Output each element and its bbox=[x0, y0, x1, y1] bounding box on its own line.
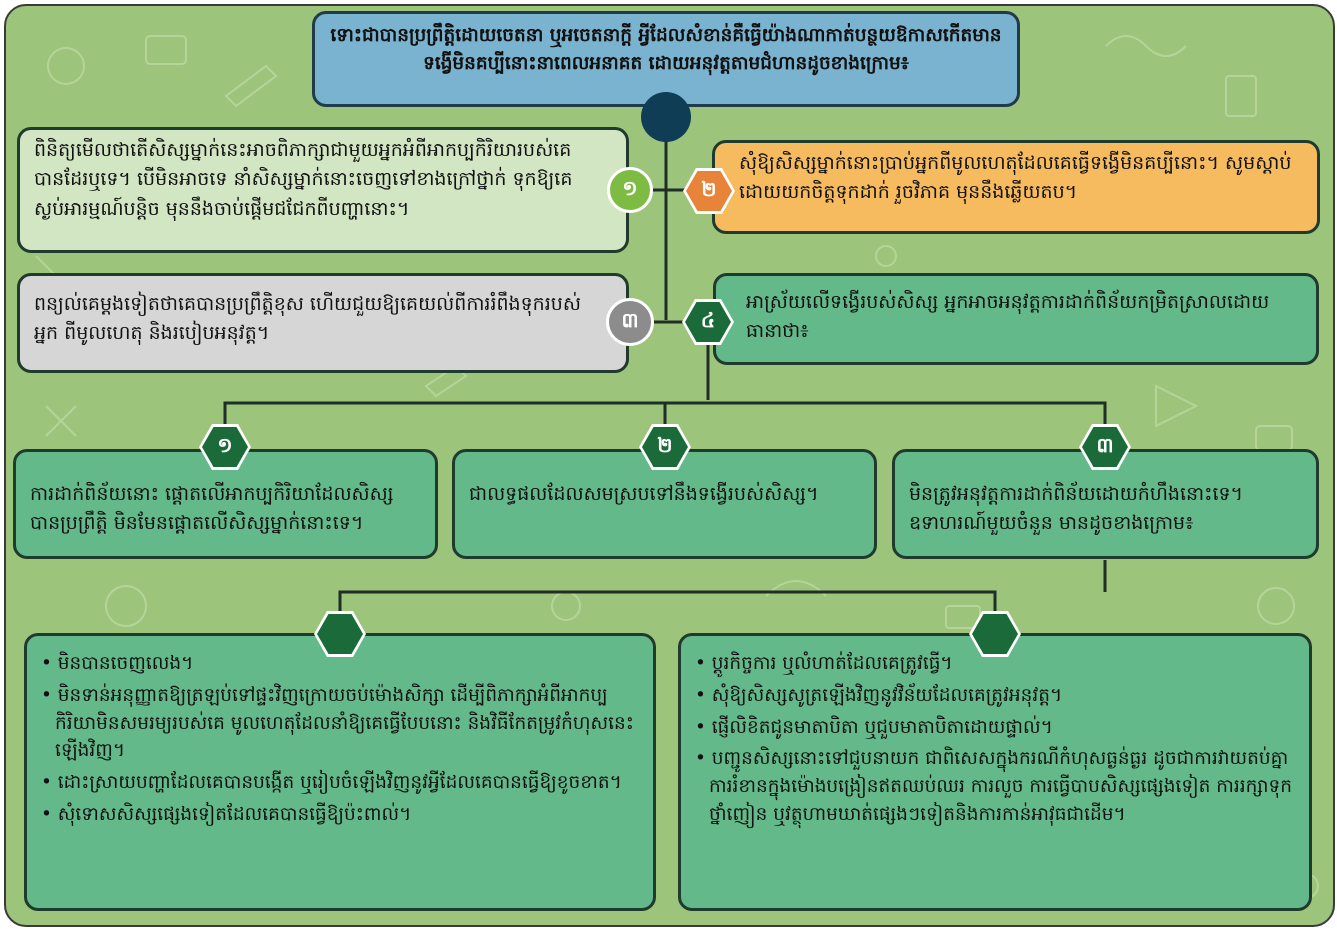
step-2-box: សុំឱ្យសិស្សម្នាក់នោះប្រាប់អ្នកពីមូលហេតុដ… bbox=[712, 140, 1320, 234]
step-1-text: ពិនិត្យមើលថាតើសិស្សម្នាក់នេះអាចពិភាក្សាជ… bbox=[34, 139, 573, 220]
step-2-text: សុំឱ្យសិស្សម្នាក់នោះប្រាប់អ្នកពីមូលហេតុដ… bbox=[739, 152, 1292, 204]
step-3-text: ពន្យល់គេម្តងទៀតថាគេបានប្រព្រឹត្តិខុស ហើយ… bbox=[34, 293, 581, 345]
condition-1-text: ការដាក់ពិន័យនោះ ផ្តោតលើអាកប្បកិរិយាដែលសិ… bbox=[30, 483, 394, 535]
list-item: • សុំឱ្យសិស្សសូត្រឡើងវិញនូវវិន័យដែលគេត្រ… bbox=[695, 684, 1063, 706]
hub-node bbox=[641, 92, 691, 142]
examples-left-badge bbox=[314, 611, 366, 657]
list-item: • មិនបានចេញលេង។ bbox=[41, 653, 194, 674]
step-1-box: ពិនិត្យមើលថាតើសិស្សម្នាក់នេះអាចពិភាក្សាជ… bbox=[17, 127, 629, 253]
condition-1-number: ១ bbox=[202, 427, 248, 467]
list-item: • ប្តូរកិច្ចការ ឬលំហាត់ដែលគេត្រូវធ្វើ។ bbox=[695, 653, 953, 674]
condition-2-badge: ២ bbox=[639, 424, 691, 470]
list-item: • បញ្ជូនសិស្សនោះទៅជួបនាយក ជាពិសេសក្នុងករ… bbox=[695, 748, 1292, 825]
step-4-box: អាស្រ័យលើទង្វើរបស់សិស្ស អ្នកអាចអនុវត្តកា… bbox=[713, 273, 1319, 365]
list-item: • ផ្ញើលិខិតជូនមាតាបិតា ឬជួបមាតាបិតាដោយផ្… bbox=[695, 716, 1053, 738]
condition-1-box: ការដាក់ពិន័យនោះ ផ្តោតលើអាកប្បកិរិយាដែលសិ… bbox=[13, 449, 438, 559]
condition-3-number: ៣ bbox=[1082, 427, 1128, 467]
step-2-badge: ២ bbox=[683, 168, 735, 214]
examples-left-hex bbox=[317, 614, 363, 654]
list-item: • មិនទាន់អនុញ្ញាតឱ្យត្រឡប់ទៅផ្ទះវិញក្រោយ… bbox=[41, 684, 634, 762]
list-item: • ដោះស្រាយបញ្ហាដែលគេបានបង្កើត ឬរៀបចំឡើងវ… bbox=[41, 772, 622, 793]
list-item: • សុំទោសសិស្សផ្សេងទៀតដែលគេបានធ្វើឱ្យប៉ះព… bbox=[41, 803, 412, 825]
examples-right-list: • ប្តូរកិច្ចការ ឬលំហាត់ដែលគេត្រូវធ្វើ។ •… bbox=[695, 650, 1295, 829]
step-4-badge: ៤ bbox=[682, 299, 734, 345]
condition-3-text: មិនត្រូវអនុវត្តការដាក់ពិន័យដោយកំហឹងនោះទេ… bbox=[909, 483, 1244, 535]
examples-right-hex bbox=[972, 614, 1018, 654]
examples-right-box: • ប្តូរកិច្ចការ ឬលំហាត់ដែលគេត្រូវធ្វើ។ •… bbox=[678, 633, 1312, 911]
examples-left-box: • មិនបានចេញលេង។ • មិនទាន់អនុញ្ញាតឱ្យត្រឡ… bbox=[24, 633, 656, 911]
examples-left-list: • មិនបានចេញលេង។ • មិនទាន់អនុញ្ញាតឱ្យត្រឡ… bbox=[41, 650, 639, 829]
step-3-box: ពន្យល់គេម្តងទៀតថាគេបានប្រព្រឹត្តិខុស ហើយ… bbox=[17, 273, 629, 373]
condition-2-text: ជាលទ្ធផលដែលសមស្របទៅនឹងទង្វើរបស់សិស្ស។ bbox=[469, 483, 819, 505]
step-3-badge: ៣ bbox=[606, 298, 654, 346]
step-2-number: ២ bbox=[686, 171, 732, 211]
step-4-number: ៤ bbox=[685, 302, 731, 342]
header-text: ទោះជាបានប្រព្រឹត្តិដោយចេតនា ឬអចេតនាក្តី … bbox=[330, 25, 1002, 74]
condition-2-number: ២ bbox=[642, 427, 688, 467]
step-1-badge: ១ bbox=[607, 167, 653, 213]
step-4-text: អាស្រ័យលើទង្វើរបស់សិស្ស អ្នកអាចអនុវត្តកា… bbox=[746, 291, 1270, 343]
examples-right-badge bbox=[969, 611, 1021, 657]
